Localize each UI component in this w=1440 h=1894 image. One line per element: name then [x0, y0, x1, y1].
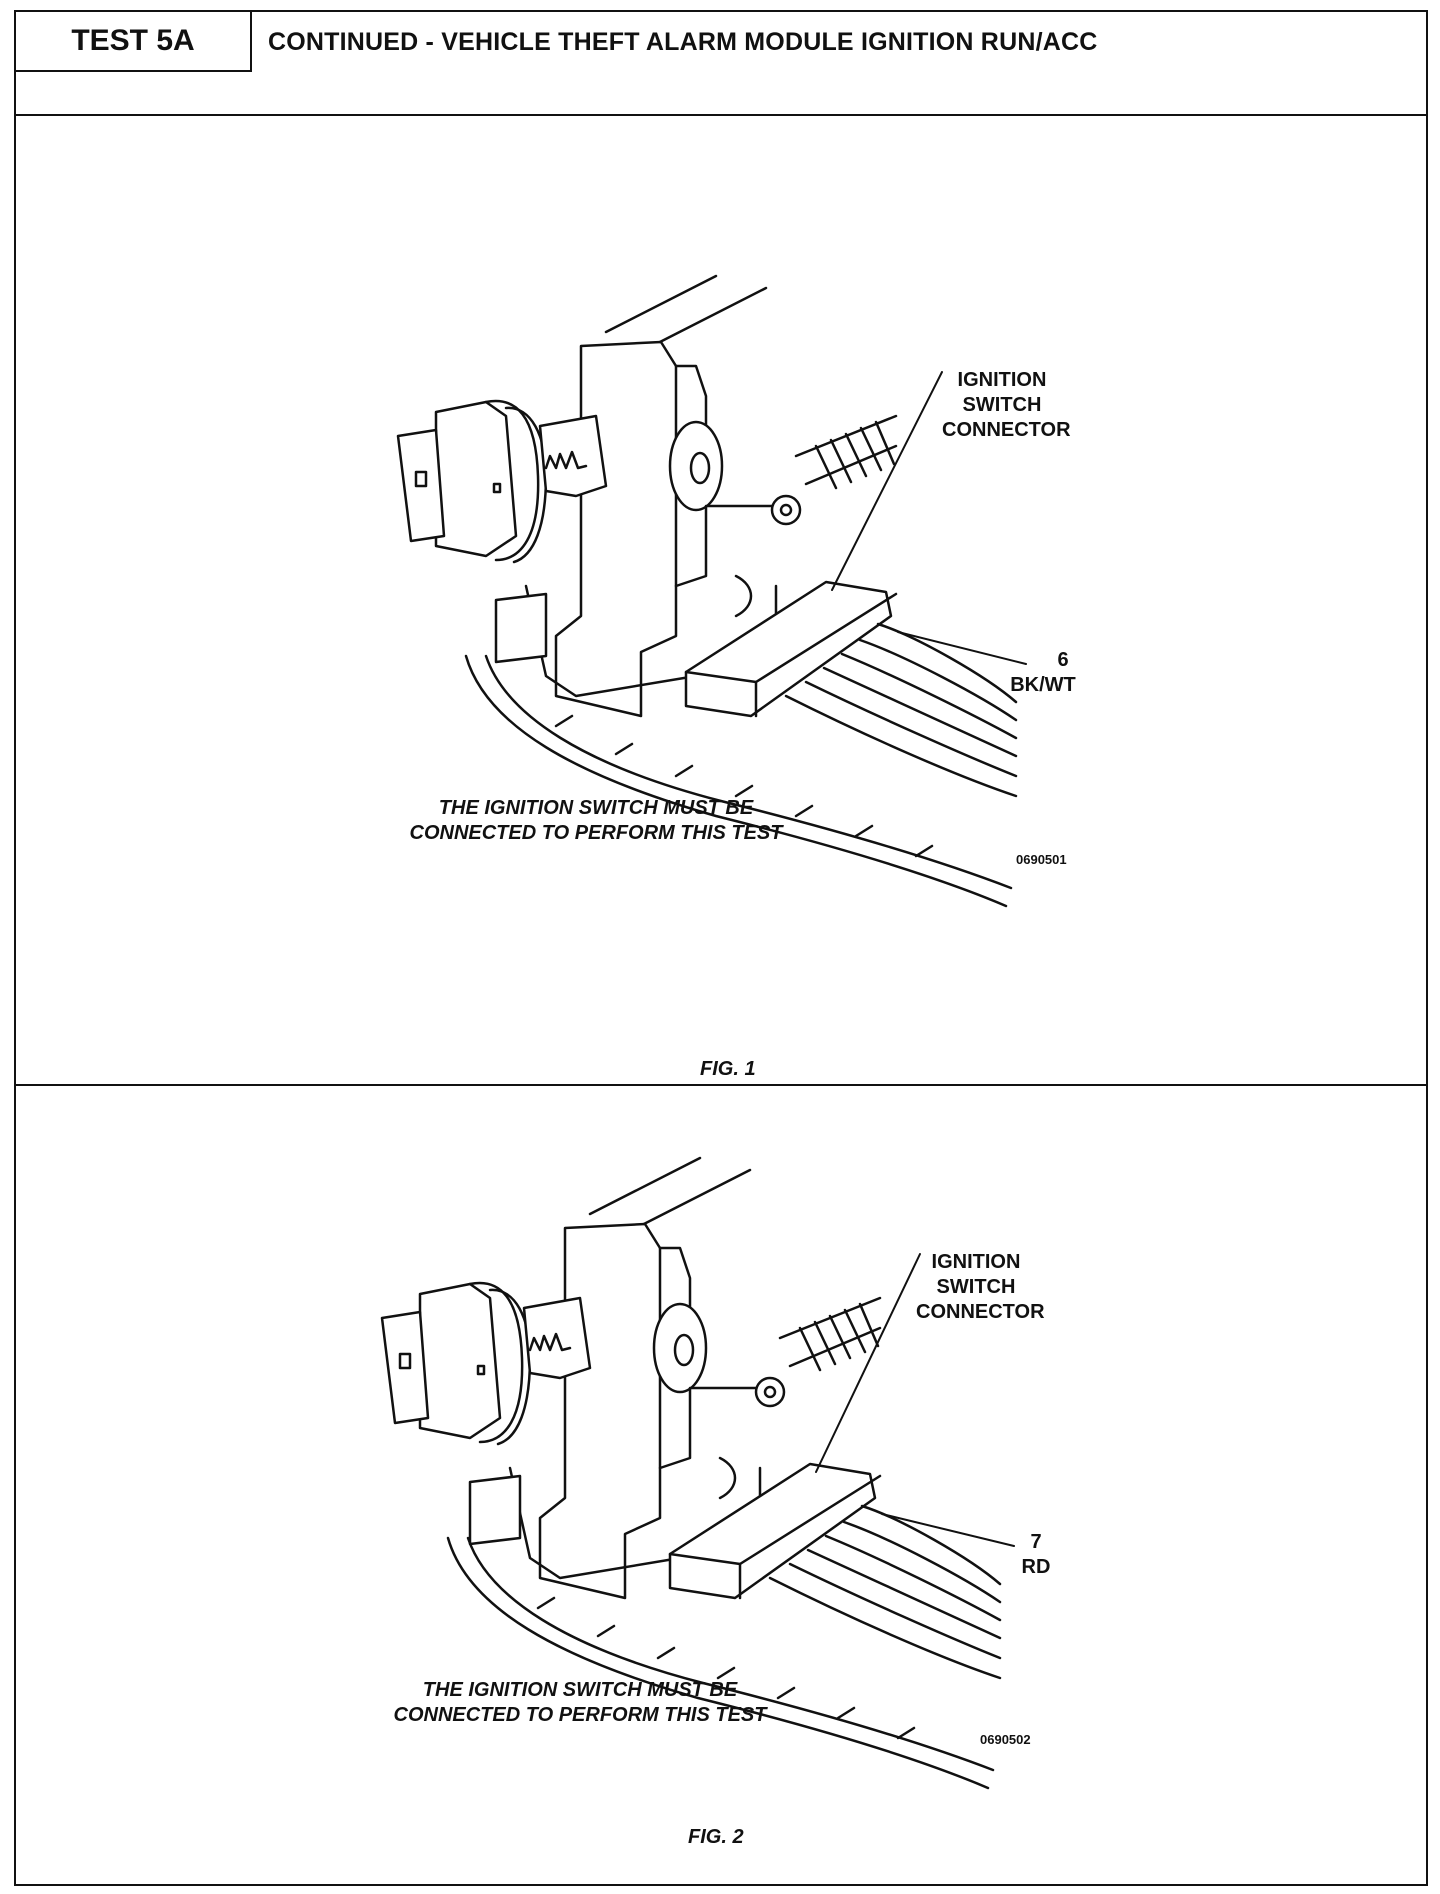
test-id: TEST 5A: [16, 12, 252, 72]
caption-line2: CONNECTED TO PERFORM THIS TEST: [409, 822, 783, 844]
pin-wire-color: RD: [1021, 1556, 1051, 1578]
ignition-switch-drawing-2: [380, 1156, 1015, 1790]
connector-label: IGNITION SWITCH CONNECTOR: [916, 1250, 1045, 1325]
figure-label: FIG. 1: [700, 1058, 756, 1080]
pin-number: 7: [1030, 1531, 1042, 1553]
pin-number: 6: [1057, 649, 1069, 671]
caption-line1: THE IGNITION SWITCH MUST BE: [438, 797, 754, 819]
part-number: 0690502: [980, 1732, 1031, 1747]
connector-label-line2: SWITCH: [936, 1276, 1016, 1298]
caption-line1: THE IGNITION SWITCH MUST BE: [422, 1679, 738, 1701]
figure-label: FIG. 2: [688, 1826, 744, 1848]
connector-label-line3: CONNECTOR: [916, 1301, 1045, 1323]
figure-panel-1: IGNITION SWITCH CONNECTOR 6 BK/WT THE IG…: [16, 116, 1426, 1086]
figure-caption: THE IGNITION SWITCH MUST BE CONNECTED TO…: [360, 1678, 800, 1728]
connector-label-line2: SWITCH: [962, 394, 1042, 416]
figure-caption: THE IGNITION SWITCH MUST BE CONNECTED TO…: [376, 796, 816, 846]
part-number: 0690501: [1016, 852, 1067, 867]
pin-wire-color: BK/WT: [1010, 674, 1076, 696]
header: TEST 5A CONTINUED - VEHICLE THEFT ALARM …: [16, 12, 1426, 116]
connector-label: IGNITION SWITCH CONNECTOR: [942, 368, 1071, 443]
connector-label-line1: IGNITION: [931, 1251, 1021, 1273]
ignition-switch-drawing-1: [396, 274, 1027, 908]
test-title: CONTINUED - VEHICLE THEFT ALARM MODULE I…: [268, 28, 1098, 56]
connector-label-line1: IGNITION: [957, 369, 1047, 391]
pin-callout: 6 BK/WT: [988, 648, 1098, 698]
caption-line2: CONNECTED TO PERFORM THIS TEST: [393, 1704, 767, 1726]
pin-callout: 7 RD: [996, 1530, 1076, 1580]
connector-label-line3: CONNECTOR: [942, 419, 1071, 441]
figure-panel-2: IGNITION SWITCH CONNECTOR 7 RD THE IGNIT…: [16, 1086, 1426, 1886]
document-page: TEST 5A CONTINUED - VEHICLE THEFT ALARM …: [14, 10, 1428, 1886]
